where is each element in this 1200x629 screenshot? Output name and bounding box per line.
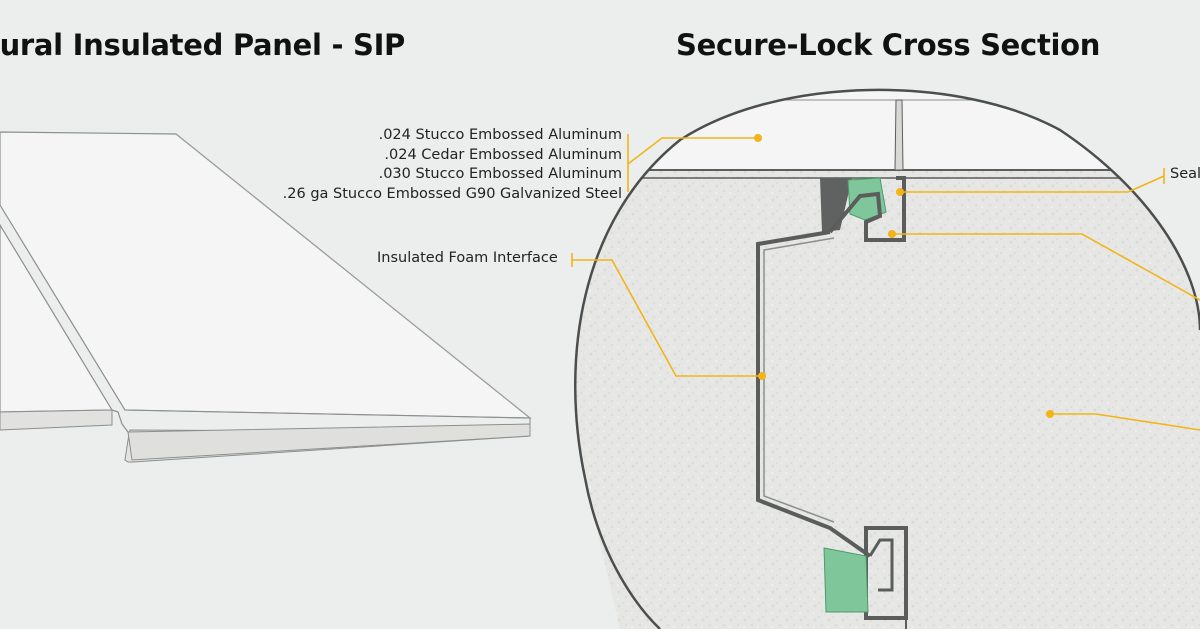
panel-edge-thickness — [127, 423, 531, 461]
seal-bottom — [823, 547, 869, 613]
panel-diagram-title: tural Insulated Panel - SIP — [0, 28, 406, 62]
callout-dots — [754, 134, 1054, 418]
sip-panel-illustration — [0, 131, 532, 463]
tongue-joint — [111, 409, 129, 433]
foam-core-leader — [1050, 413, 1200, 431]
cross-section-circle — [573, 88, 1200, 629]
top-joint-groove — [894, 99, 904, 171]
cross-section-title: Secure-Lock Cross Section — [676, 28, 1101, 62]
left-channel — [820, 178, 852, 232]
steel-profile-bottom — [868, 538, 894, 592]
layer-callout-list: .024 Stucco Embossed Aluminum .024 Cedar… — [283, 126, 622, 204]
front-panel-edge — [0, 409, 113, 431]
callout-lines — [571, 134, 1200, 431]
lock-leader — [892, 233, 1200, 301]
foam-interface-leader — [572, 259, 762, 377]
foam-interface-label: Insulated Foam Interface — [377, 250, 558, 266]
layer-label-4: .26 ga Stucco Embossed G90 Galvanized St… — [282, 185, 622, 202]
sealant-label: Seal — [1170, 166, 1200, 182]
layer-label-1: .024 Stucco Embossed Aluminum — [378, 127, 622, 143]
steel-profile-top — [828, 176, 906, 242]
layer-label-3: .030 Stucco Embossed Aluminum — [378, 166, 622, 182]
steel-interface — [756, 230, 872, 558]
sealant-leader — [900, 175, 1165, 193]
skin-band-top — [575, 89, 1200, 170]
layer-label-2: .024 Cedar Embossed Aluminum — [384, 146, 622, 163]
layers-leader — [627, 137, 758, 165]
